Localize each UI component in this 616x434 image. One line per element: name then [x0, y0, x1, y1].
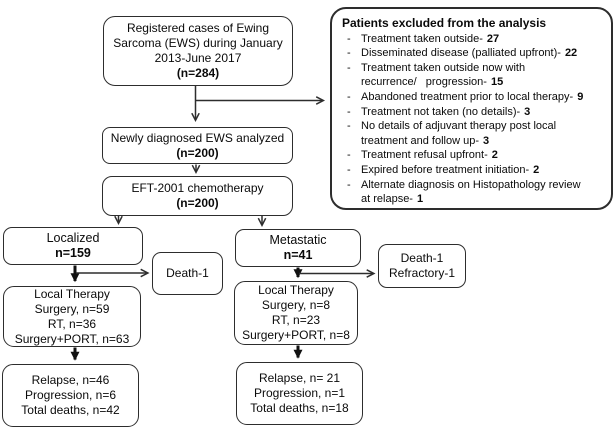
local-therapy-left-line: Surgery, n=59 [34, 301, 110, 316]
registered-line-2: Sarcoma (EWS) during January [113, 36, 283, 50]
excluded-item: - Alternate diagnosis on Histopathology … [347, 178, 581, 206]
registered-count: (n=284) [176, 66, 220, 80]
excluded-item: - Treatment taken outside now with recur… [347, 61, 526, 89]
outcomes-metastatic-box: Relapse, n= 21 Progression, n=1 Total de… [236, 362, 363, 425]
newly-diagnosed-text: Newly diagnosed EWS analyzed [110, 130, 285, 145]
registered-cases-box: Registered cases of Ewing Sarcoma (EWS) … [103, 16, 293, 86]
excluded-item: - Treatment taken outside-27 [347, 32, 500, 45]
local-therapy-right-line: RT, n=23 [271, 313, 321, 327]
metastatic-box: Metastatic n=41 [235, 229, 361, 267]
death-localized-box: Death-1 [152, 252, 223, 295]
outcomes-left-line: Relapse, n=46 [31, 373, 110, 387]
outcomes-localized-box: Relapse, n=46 Progression, n=6 Total dea… [2, 364, 139, 427]
death-localized-text: Death-1 [166, 266, 209, 280]
local-therapy-left-line: Surgery+PORT, n=63 [14, 331, 130, 346]
newly-diagnosed-count: (n=200) [176, 145, 219, 160]
local-therapy-left-line: RT, n=36 [47, 316, 97, 331]
registered-line-3: 2013-June 2017 [154, 51, 242, 65]
chemotherapy-count: (n=200) [176, 196, 219, 210]
local-therapy-metastatic-box: Local Therapy Surgery, n=8 RT, n=23 Surg… [234, 281, 358, 345]
excluded-item: - Disseminated disease (palliated upfron… [347, 47, 578, 60]
localized-box: Localized n=159 [3, 227, 143, 265]
local-therapy-right-line: Surgery+PORT, n=8 [242, 328, 350, 342]
excluded-patients-box: Patients excluded from the analysis - Tr… [330, 7, 613, 210]
outcomes-left-line: Total deaths, n=42 [21, 403, 120, 417]
excluded-item: - Treatment refusal upfront-2 [347, 149, 498, 162]
excluded-item: - Expired before treatment initiation-2 [347, 163, 540, 176]
death-refractory-line-2: Refractory-1 [388, 266, 456, 280]
localized-text: Localized [46, 231, 100, 245]
metastatic-count: n=41 [283, 248, 313, 262]
excluded-item: - No details of adjuvant therapy post lo… [347, 120, 557, 147]
newly-diagnosed-box: Newly diagnosed EWS analyzed (n=200) [102, 127, 293, 164]
local-therapy-localized-box: Local Therapy Surgery, n=59 RT, n=36 Sur… [3, 286, 141, 347]
metastatic-text: Metastatic [269, 233, 327, 247]
local-therapy-right-line: Local Therapy [258, 283, 334, 297]
local-therapy-right-line: Surgery, n=8 [261, 298, 331, 312]
excluded-title: Patients excluded from the analysis [342, 16, 547, 30]
outcomes-right-line: Relapse, n= 21 [258, 371, 341, 385]
localized-count: n=159 [55, 246, 91, 260]
outcomes-left-line: Progression, n=6 [24, 388, 117, 402]
excluded-item: - Abandoned treatment prior to local the… [347, 90, 584, 103]
chemotherapy-box: EFT-2001 chemotherapy (n=200) [102, 176, 293, 216]
death-refractory-box: Death-1 Refractory-1 [378, 244, 466, 288]
registered-line-1: Registered cases of Ewing [126, 21, 270, 35]
death-refractory-line-1: Death-1 [400, 251, 444, 265]
excluded-item: - Treatment not taken (no details)-3 [347, 105, 531, 118]
outcomes-right-line: Progression, n=1 [253, 386, 346, 400]
local-therapy-left-line: Local Therapy [34, 286, 110, 301]
outcomes-right-line: Total deaths, n=18 [250, 401, 349, 415]
chemotherapy-text: EFT-2001 chemotherapy [131, 181, 264, 195]
